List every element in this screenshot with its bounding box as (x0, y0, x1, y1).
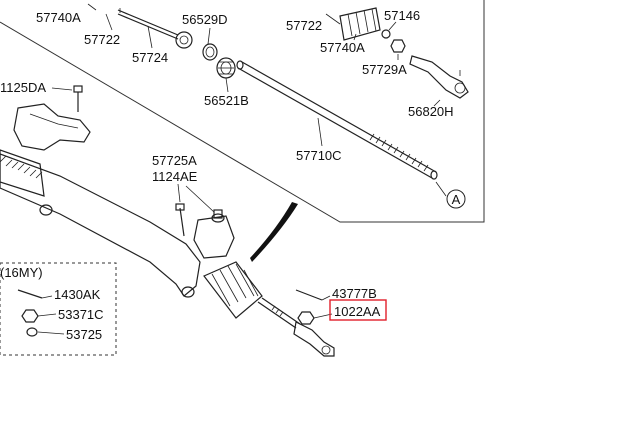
label-53371c: 53371C (58, 307, 104, 322)
boot-lower (203, 261, 263, 319)
pinion-housing (193, 209, 235, 259)
rotation-arrow (250, 202, 298, 262)
bolt-1124ae (179, 207, 185, 237)
label-56529d: 56529D (182, 12, 228, 27)
label-43777b: 43777B (332, 286, 377, 301)
ring-56529d (202, 43, 218, 61)
leader-57146 (388, 21, 397, 31)
label-57740a-right: 57740A (320, 40, 365, 55)
lower-tie-rod-end (293, 321, 335, 357)
leader-57710c (317, 117, 323, 147)
label-53725: 53725 (66, 327, 102, 342)
label-57725a: 57725A (152, 153, 197, 168)
label-1124ae: 1124AE (152, 169, 198, 184)
lower-tie-rod (257, 297, 301, 329)
callout-a-circle (446, 189, 466, 209)
callout-a-letter: A (452, 192, 461, 207)
nut-1022aa (297, 311, 315, 325)
leader-57722-left (105, 13, 113, 31)
bolt-1125da (73, 85, 83, 112)
label-56521b: 56521B (204, 93, 249, 108)
nut-57729a (390, 39, 406, 53)
label-16my: (16MY) (0, 265, 43, 280)
leader-56529d (207, 27, 211, 45)
label-57722-left: 57722 (84, 32, 120, 47)
detail-frame (0, 0, 485, 223)
leader-57725a (185, 185, 215, 213)
bolt-43777b (295, 289, 323, 301)
leader-57724 (147, 25, 153, 49)
leader-1022aa (313, 313, 333, 319)
leader-57740a-right (353, 33, 357, 41)
label-1125da: 1125DA (0, 80, 46, 95)
label-57710c: 57710C (296, 148, 342, 163)
mounting-bracket (13, 103, 91, 151)
label-57722-right: 57722 (286, 18, 322, 33)
washer-53725 (26, 327, 38, 337)
rack-housing (0, 149, 201, 298)
clip-57146 (381, 29, 391, 39)
label-1430ak: 1430AK (54, 287, 101, 302)
dashed-group-box (0, 262, 117, 356)
leader-1124ae (177, 183, 181, 203)
boot-57740a-right (325, 7, 381, 41)
label-57724: 57724 (132, 50, 168, 65)
bolt-1430ak (17, 289, 43, 299)
leader-callout-a (435, 181, 447, 197)
label-56820h: 56820H (408, 104, 454, 119)
label-57729a: 57729A (362, 62, 407, 77)
rack-bar-57710c (236, 60, 438, 180)
leader-43777b (321, 295, 331, 301)
leader-1125da (51, 87, 73, 91)
leader-57740a-left (87, 3, 97, 11)
label-57740a-left: 57740A (36, 10, 81, 25)
label-1022aa: 1022AA (334, 304, 381, 319)
leader-56521b (225, 77, 229, 93)
leader-56820h (433, 99, 441, 107)
nut-53371c (21, 309, 39, 323)
tie-rod-end-56820h (409, 55, 469, 99)
label-57146: 57146 (384, 8, 420, 23)
highlight-box-1022aa (329, 299, 387, 321)
